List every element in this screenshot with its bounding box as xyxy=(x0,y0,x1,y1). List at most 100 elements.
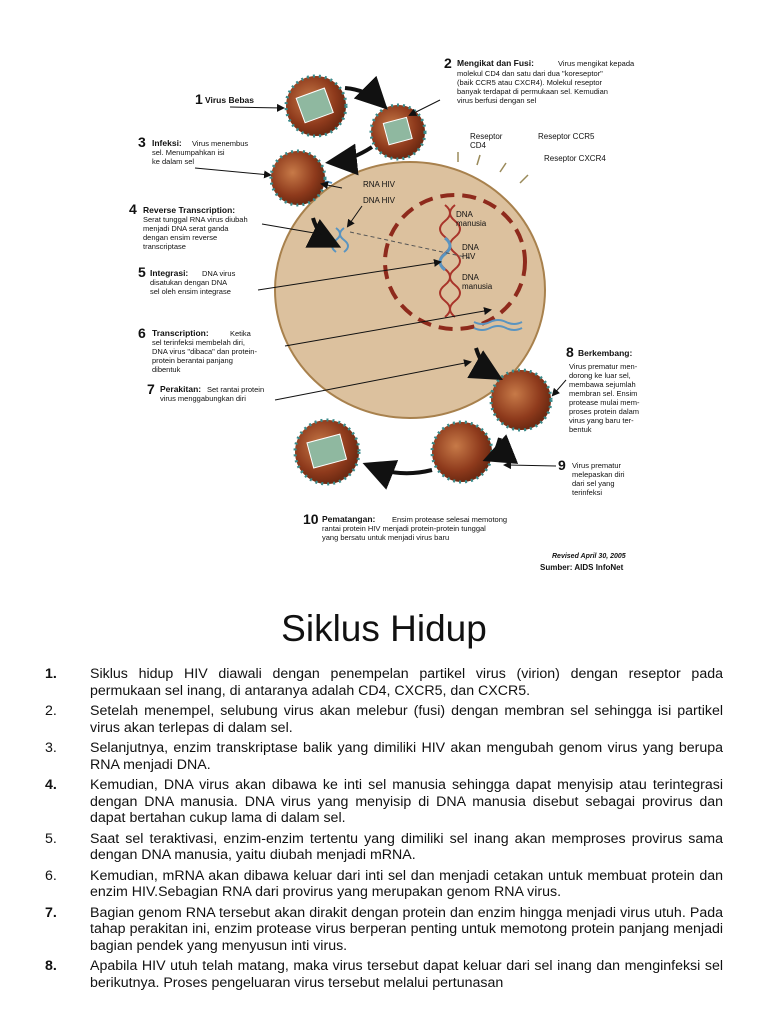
list-text: Selanjutnya, enzim transkriptase balik y… xyxy=(90,740,723,773)
dna-manusia-label-1b: manusia xyxy=(456,219,487,228)
step-2-text-0: molekul CD4 dan satu dari dua "koresepto… xyxy=(457,69,603,78)
step-4-text-2: dengan ensim reverse xyxy=(143,233,217,242)
step-8-text-6: virus yang baru ter- xyxy=(569,416,634,425)
step-7-title-tail: Set rantai protein xyxy=(207,385,264,394)
step-10-text-0: rantai protein HIV menjadi protein-prote… xyxy=(322,524,486,533)
life-cycle-list: 1. Siklus hidup HIV diawali dengan penemp… xyxy=(45,666,723,995)
receptor-spikes xyxy=(457,152,529,184)
list-item: 3. Selanjutnya, enzim transkriptase balik… xyxy=(45,740,723,773)
step-8-text-5: proses protein dalam xyxy=(569,407,639,416)
step-2-title: Mengikat dan Fusi: xyxy=(457,58,534,68)
source-credit: Sumber: AIDS InfoNet xyxy=(540,563,624,572)
step-10-text-1: yang bersatu untuk menjadi virus baru xyxy=(322,533,449,542)
step-5-number: 5 xyxy=(138,264,146,280)
reseptor-ccr5-label: Reseptor CCR5 xyxy=(538,132,595,141)
diagram-labels: 1 Virus Bebas 2 Mengikat dan Fusi: Virus… xyxy=(129,55,640,572)
step-2-text-3: virus berfusi dengan sel xyxy=(457,96,537,105)
list-text: Saat sel teraktivasi, enzim-enzim terten… xyxy=(90,830,723,864)
step-8-text-4: protease mulai mem- xyxy=(569,398,640,407)
list-item: 4. Kemudian, DNA virus akan dibawa ke int… xyxy=(45,777,723,827)
step-3-number: 3 xyxy=(138,134,146,150)
step-8-number: 8 xyxy=(566,344,574,360)
step-4-title: Reverse Transcription: xyxy=(143,205,235,215)
step-2-number: 2 xyxy=(444,55,452,71)
pointer-lines xyxy=(194,99,567,470)
list-item: 8. Apabila HIV utuh telah matang, maka vi… xyxy=(45,958,723,991)
step-6-number: 6 xyxy=(138,325,146,341)
step-8-text-7: bentuk xyxy=(569,425,592,434)
list-number: 6. xyxy=(45,867,57,884)
reseptor-cxcr4-label: Reseptor CXCR4 xyxy=(544,154,606,163)
step-3-text-0: sel. Menumpahkan isi xyxy=(152,148,225,157)
step-4-number: 4 xyxy=(129,201,137,217)
step-9-text-1: dari sel yang xyxy=(572,479,615,488)
list-text: Setelah menempel, selubung virus akan me… xyxy=(90,703,723,736)
step-4-text-3: transcriptase xyxy=(143,242,186,251)
step-8-text-2: membawa sejumlah xyxy=(569,380,636,389)
step-6-title: Transcription: xyxy=(152,328,209,338)
step-6-text-2: protein berantai panjang xyxy=(152,356,233,365)
list-item: 2.Setelah menempel, selubung virus akan … xyxy=(45,703,723,736)
step-8-text-1: dorong ke luar sel, xyxy=(569,371,631,380)
step-5-text-0: disatukan dengan DNA xyxy=(150,278,227,287)
step-10-title: Pematangan: xyxy=(322,514,376,524)
list-number: 7. xyxy=(45,904,57,921)
dna-hiv-label-2b: HIV xyxy=(462,252,476,261)
list-number: 8. xyxy=(45,958,57,974)
reseptor-cd4-label-1: CD4 xyxy=(470,141,487,150)
virus-particles xyxy=(269,74,553,486)
step-1-number: 1 xyxy=(195,91,203,107)
step-7-text-0: virus menggabungkan diri xyxy=(160,394,246,403)
dna-manusia-label-2a: DNA xyxy=(462,273,480,282)
list-number: 3. xyxy=(45,740,57,756)
step-9-text-0: melepaskan diri xyxy=(572,470,625,479)
step-3-title: Infeksi: xyxy=(152,138,182,148)
step-6-text-0: sel terinfeksi membelah diri, xyxy=(152,338,245,347)
step-9-text-2: terinfeksi xyxy=(572,488,602,497)
list-text: Kemudian, DNA virus akan dibawa ke inti … xyxy=(90,777,723,826)
step-4-text-0: Serat tunggal RNA virus diubah xyxy=(143,215,248,224)
step-7-title: Perakitan: xyxy=(160,384,201,394)
step-8-text-3: membran sel. Ensim xyxy=(569,389,637,398)
step-6-text-1: DNA virus "dibaca" dan protein- xyxy=(152,347,257,356)
step-1-title: Virus Bebas xyxy=(205,95,254,105)
dna-hiv-label-2a: DNA xyxy=(462,243,480,252)
list-item: 1. Siklus hidup HIV diawali dengan penemp… xyxy=(45,666,723,699)
step-6-title-tail: Ketika xyxy=(230,329,252,338)
list-number: 4. xyxy=(45,777,57,793)
step-4-text-1: menjadi DNA serat ganda xyxy=(143,224,229,233)
hiv-life-cycle-diagram: 1 Virus Bebas 2 Mengikat dan Fusi: Virus… xyxy=(129,55,640,572)
list-item: 6. Kemudian, mRNA akan dibawa keluar dari… xyxy=(45,868,723,901)
step-3-text-1: ke dalam sel xyxy=(152,157,194,166)
rna-hiv-label: RNA HIV xyxy=(363,180,396,189)
step-8-title: Berkembang: xyxy=(578,348,632,358)
step-2-text-2: banyak terdapat di permukaan sel. Kemudi… xyxy=(457,87,608,96)
list-text: Kemudian, mRNA akan dibawa keluar dari i… xyxy=(90,867,723,901)
step-3-title-tail: Virus menembus xyxy=(192,139,248,148)
dna-manusia-label-2b: manusia xyxy=(462,282,493,291)
list-item: 7. Bagian genom RNA tersebut akan dirakit… xyxy=(45,905,723,955)
step-5-title-tail: DNA virus xyxy=(202,269,236,278)
step-2-title-tail: Virus mengikat kepada xyxy=(558,59,635,68)
list-number: 1. xyxy=(45,666,57,682)
step-6-text-3: dibentuk xyxy=(152,365,181,374)
step-7-number: 7 xyxy=(147,381,155,397)
page-title: Siklus Hidup xyxy=(281,608,487,649)
dna-manusia-label-1a: DNA xyxy=(456,210,474,219)
revised-date: Revised April 30, 2005 xyxy=(552,553,626,560)
cell-nucleus xyxy=(383,193,527,331)
step-5-title: Integrasi: xyxy=(150,268,188,278)
list-text: Bagian genom RNA tersebut akan dirakit d… xyxy=(90,904,723,954)
dna-hiv-label: DNA HIV xyxy=(363,196,396,205)
list-text: Siklus hidup HIV diawali dengan penempel… xyxy=(90,666,723,699)
list-text: Apabila HIV utuh telah matang, maka viru… xyxy=(90,958,723,991)
step-5-text-1: sel oleh ensim integrase xyxy=(150,287,231,296)
step-9-number: 9 xyxy=(558,457,566,473)
list-item: 5. Saat sel teraktivasi, enzim-enzim tert… xyxy=(45,831,723,864)
reseptor-cd4-label-0: Reseptor xyxy=(470,132,503,141)
step-10-number: 10 xyxy=(303,511,319,527)
step-8-text-0: Virus prematur men- xyxy=(569,362,638,371)
step-10-title-tail: Ensim protease selesai memotong xyxy=(392,515,507,524)
list-number: 5. xyxy=(45,830,57,847)
step-2-text-1: (baik CCR5 atau CXCR4). Molekul reseptor xyxy=(457,78,603,87)
